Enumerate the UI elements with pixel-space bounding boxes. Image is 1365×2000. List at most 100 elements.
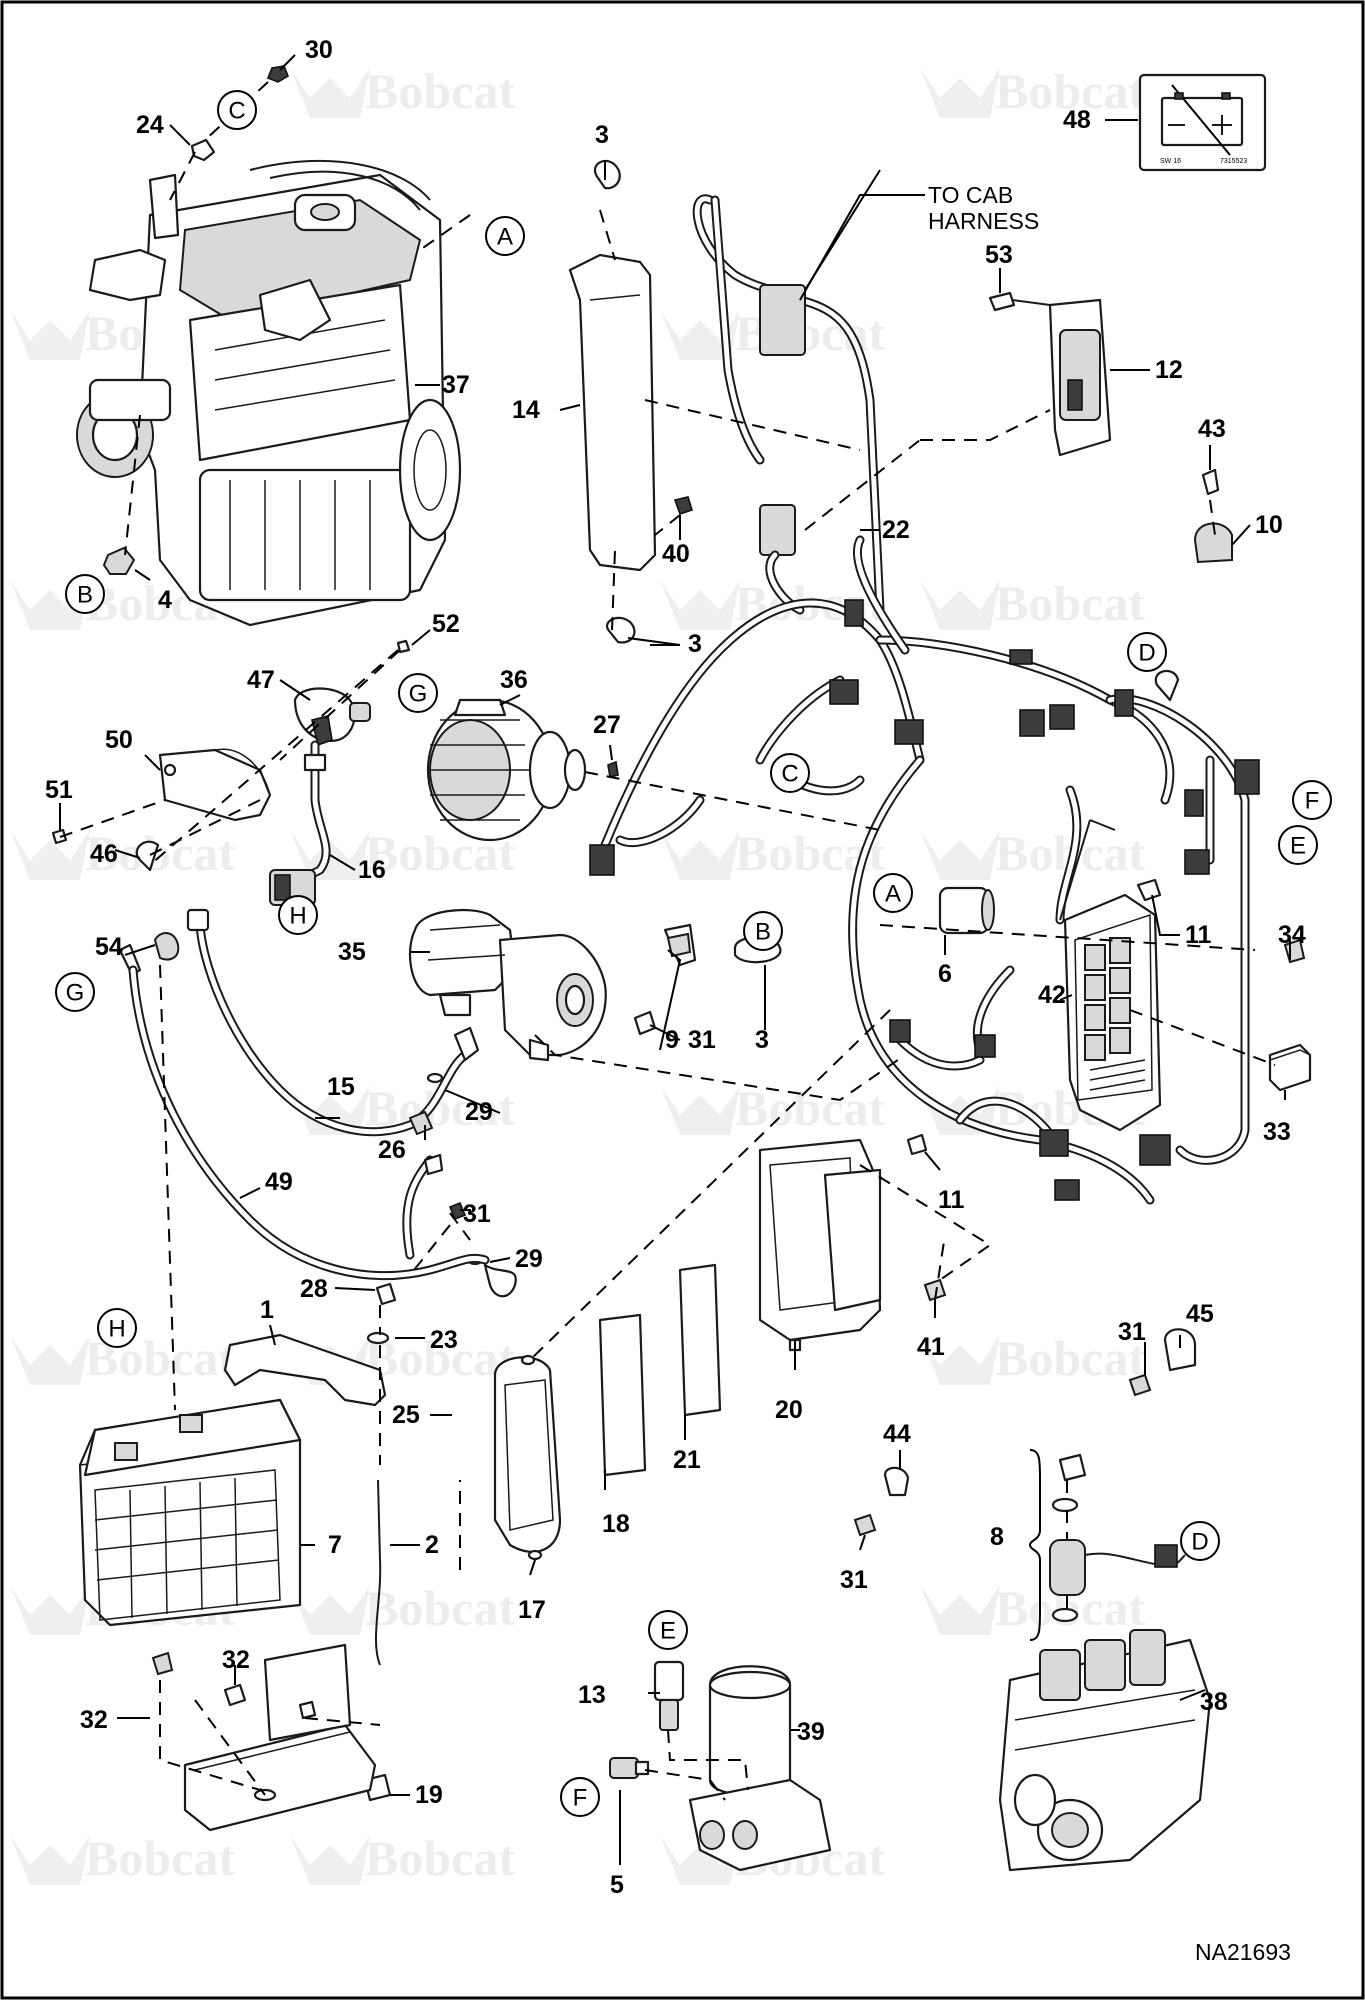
watermark-text: Bobcat [365, 1830, 515, 1886]
starter-part-35 [408, 908, 607, 1062]
harness-part-22 [692, 194, 885, 615]
watermark-logo: Bobcat [920, 575, 1145, 631]
part-callout-51: 51 [45, 776, 73, 804]
watermark-logo: Bobcat [920, 1330, 1145, 1386]
reference-circle [770, 753, 810, 793]
part-callout-29: 29 [515, 1245, 543, 1273]
reference-letter: E [1290, 833, 1306, 860]
reference-D: D [1127, 632, 1167, 672]
part-callout-23: 23 [430, 1326, 458, 1354]
part-callout-29: 29 [465, 1098, 493, 1126]
part-callout-31: 31 [688, 1026, 716, 1054]
decal-code-left: SW 16 [1160, 158, 1181, 165]
clip-part-44 [853, 1466, 910, 1537]
reference-letter: H [108, 1316, 125, 1343]
controller-part-12 [988, 291, 1112, 457]
cab-harness-note-line2: HARNESS [928, 208, 1039, 234]
part-callout-17: 17 [518, 1596, 546, 1624]
part-callout-31: 31 [463, 1200, 491, 1228]
part-callout-10: 10 [1255, 511, 1283, 539]
part-callout-24: 24 [136, 111, 164, 139]
reference-circle [1180, 1521, 1220, 1561]
cable-part-49 [128, 965, 517, 1298]
reference-circle [278, 895, 318, 935]
part-callout-25: 25 [392, 1401, 420, 1429]
reference-circle [217, 90, 257, 130]
watermark-mark [660, 830, 740, 880]
part-callout-43: 43 [1198, 415, 1226, 443]
reference-letter: D [1138, 640, 1155, 667]
reference-letter: F [573, 1785, 588, 1812]
reference-E: E [648, 1610, 688, 1650]
watermark-mark [290, 1835, 370, 1885]
watermark-mark [660, 580, 740, 630]
reference-A: A [485, 216, 525, 256]
part-callout-34: 34 [1278, 921, 1306, 949]
part-callout-50: 50 [105, 726, 133, 754]
part-callout-44: 44 [883, 1420, 911, 1448]
drawing-id: NA21693 [1195, 1939, 1291, 1965]
watermark-text: Bobcat [995, 575, 1145, 631]
reference-circle [1292, 780, 1332, 820]
part-callout-39: 39 [797, 1718, 825, 1746]
reference-circle [743, 911, 783, 951]
watermark-text: Bobcat [735, 1080, 885, 1136]
reference-letter: G [66, 980, 85, 1007]
main-harness [589, 535, 1260, 1205]
part-callout-47: 47 [247, 666, 275, 694]
part-callout-2: 2 [425, 1531, 439, 1559]
watermark-text: Bobcat [995, 1330, 1145, 1386]
reference-circle [648, 1610, 688, 1650]
watermark-text: Bobcat [85, 1830, 235, 1886]
part-callout-15: 15 [327, 1073, 355, 1101]
watermark-logo: Bobcat [10, 1830, 235, 1886]
watermark-logo: Bobcat [10, 825, 235, 881]
part-callout-12: 12 [1155, 356, 1183, 384]
watermark-text: Bobcat [995, 63, 1145, 119]
reference-letter: B [755, 919, 771, 946]
solenoid-part-8 [1049, 1453, 1186, 1623]
part-callout-26: 26 [378, 1136, 406, 1164]
part-callout-18: 18 [602, 1510, 630, 1538]
part-callout-35: 35 [338, 938, 366, 966]
watermark-logo: Bobcat [290, 63, 515, 119]
reference-A: A [873, 873, 913, 913]
watermark-mark [290, 1085, 370, 1135]
watermark-mark [290, 68, 370, 118]
watermark-mark [10, 1335, 90, 1385]
engine-part-37 [76, 160, 462, 627]
reference-G: G [398, 673, 438, 713]
part-callout-30: 30 [305, 36, 333, 64]
watermark-mark [10, 830, 90, 880]
valve-part-38 [998, 1629, 1212, 1872]
part-callout-52: 52 [432, 610, 460, 638]
part-callout-4: 4 [158, 586, 172, 614]
part-callout-37: 37 [442, 371, 470, 399]
part-callout-6: 6 [938, 960, 952, 988]
reference-letter: H [289, 903, 306, 930]
part-callout-42: 42 [1038, 981, 1066, 1009]
watermark-logo: Bobcat [920, 63, 1145, 119]
plate-part-20 [758, 1138, 882, 1352]
reference-letter: C [781, 761, 798, 788]
part-callout-27: 27 [593, 711, 621, 739]
part-callout-41: 41 [917, 1333, 945, 1361]
reference-letter: B [77, 582, 93, 609]
part-callout-3: 3 [688, 630, 702, 658]
watermark-mark [10, 1585, 90, 1635]
part-callout-19: 19 [415, 1781, 443, 1809]
cover-part-17 [493, 1263, 722, 1561]
watermark-mark [920, 1335, 1000, 1385]
decal-code-right: 7315523 [1220, 158, 1247, 165]
reference-circle [1127, 632, 1167, 672]
part-callout-11: 11 [1185, 921, 1212, 949]
reference-C: C [770, 753, 810, 793]
part-callout-33: 33 [1263, 1118, 1291, 1146]
reference-B: B [65, 574, 105, 614]
reference-circle [55, 972, 95, 1012]
part-callout-9: 9 [665, 1026, 679, 1054]
hardware-30-24-4 [102, 65, 289, 575]
